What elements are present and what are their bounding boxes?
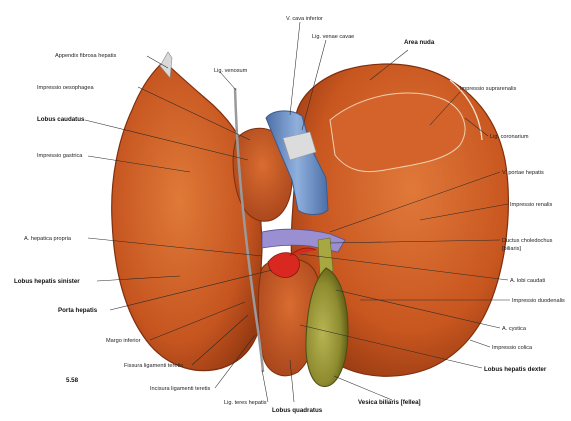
label-impressio-suprarenalis: Impressio suprarenalis bbox=[460, 86, 516, 92]
label-lobus-caudatus: Lobus caudatus bbox=[37, 116, 85, 123]
label-a-hepatica-propria: A. hepatica propria bbox=[24, 236, 72, 242]
label-lig-venae-cavae: Lig. venae cavae bbox=[312, 34, 354, 40]
label-v-cava-inferior: V. cava inferior bbox=[286, 16, 323, 22]
label-incisura-lig-teretis: Incisura ligamenti teretis bbox=[150, 386, 211, 392]
label-impressio-renalis: Impressio renalis bbox=[510, 202, 552, 208]
label-impressio-oesophagea: Impressio oesophagea bbox=[37, 85, 94, 91]
left-lobe bbox=[112, 62, 262, 371]
label-fissura-lig-teretis: Fissura ligamenti teretis bbox=[124, 363, 183, 369]
label-margo-inferior: Margo inferior bbox=[106, 338, 141, 344]
label-lig-coronarium: Lig. coronarium bbox=[490, 134, 529, 140]
label-v-portae-hepatis: V. portae hepatis bbox=[502, 170, 544, 176]
label-lig-teres-hepatis: Lig. teres hepatis bbox=[224, 400, 267, 406]
label-impressio-duodenalis: Impressio duodenalis bbox=[512, 298, 565, 304]
label-vesica-biliaris: Vesica biliaris [fellea] bbox=[358, 399, 421, 406]
label-a-cystica: A. cystica bbox=[502, 326, 527, 332]
label-area-nuda: Area nuda bbox=[404, 39, 435, 46]
label-porta-hepatis: Porta hepatis bbox=[58, 307, 98, 314]
label-lobus-quadratus: Lobus quadratus bbox=[272, 407, 323, 414]
figure-number: 5.58 bbox=[66, 377, 79, 384]
label-ductus-choledochus-2: [biliaris] bbox=[502, 246, 521, 252]
label-impressio-colica: Impressio colica bbox=[492, 345, 533, 351]
label-lobus-hepatis-sinister: Lobus hepatis sinister bbox=[14, 278, 80, 285]
label-a-lobi-caudati: A. lobi caudati bbox=[510, 278, 545, 284]
label-ductus-choledochus: Ductus choledochus bbox=[502, 238, 553, 244]
label-impressio-gastrica: Impressio gastrica bbox=[37, 153, 83, 159]
label-lobus-hepatis-dexter: Lobus hepatis dexter bbox=[484, 366, 547, 373]
label-appendix-fibrosa: Appendix fibrosa hepatis bbox=[55, 53, 116, 59]
label-lig-venosum: Lig. venosum bbox=[214, 68, 248, 74]
